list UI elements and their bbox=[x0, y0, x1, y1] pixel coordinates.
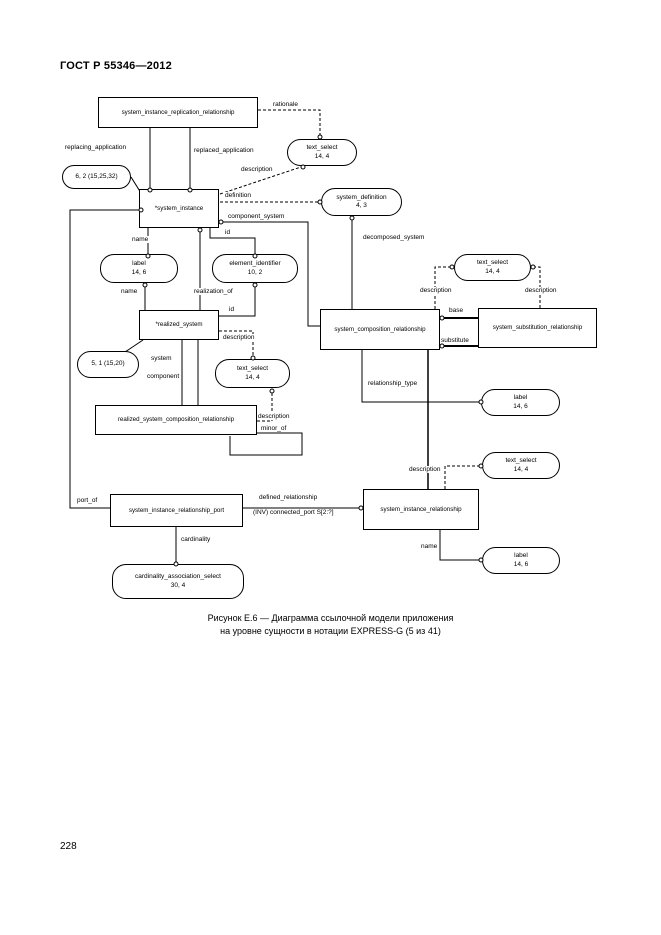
type-name: system_definition bbox=[336, 193, 387, 201]
type-name: text_select bbox=[306, 144, 338, 152]
entity-label: *realized_system bbox=[155, 321, 203, 329]
page-number: 228 bbox=[60, 841, 77, 852]
type-ref: 4, 3 bbox=[356, 202, 367, 209]
edge-label-substitute: substitute bbox=[440, 337, 470, 344]
edge-label-defined-relationship: defined_relationship bbox=[258, 494, 319, 501]
entity-label: system_composition_relationship bbox=[334, 325, 426, 333]
type-text-select-right-top: text_select 14, 4 bbox=[454, 254, 531, 281]
type-ref: 14, 4 bbox=[485, 267, 500, 275]
edge-label-description-1: description bbox=[240, 166, 274, 173]
edge-label-id-1: id bbox=[224, 229, 232, 236]
edge-label-name-1: name bbox=[131, 236, 150, 243]
type-ref: 14, 6 bbox=[513, 402, 528, 410]
entity-label: system_instance_replication_relationship bbox=[121, 108, 235, 116]
entity-system-instance-replication-relationship: system_instance_replication_relationship bbox=[98, 97, 258, 128]
edge-label-id-2: id bbox=[228, 306, 236, 313]
edge-label-cardinality: cardinality bbox=[180, 536, 212, 543]
edge-label-name-2: name bbox=[120, 288, 139, 295]
type-text-select-right-bottom: text_select 14, 4 bbox=[482, 452, 560, 479]
edge-label-description-4: description bbox=[222, 334, 256, 341]
edge-label-relationship-type: relationship_type bbox=[367, 380, 419, 387]
type-name: 5, 1 (15,20) bbox=[91, 360, 125, 368]
type-element-identifier: element_identifier 10, 2 bbox=[212, 254, 298, 283]
edge-label-definition: definition bbox=[224, 192, 253, 199]
edge-label-system: system bbox=[150, 355, 173, 362]
type-name: element_identifier bbox=[229, 260, 281, 268]
edge-label-replaced-application: replaced_application bbox=[193, 147, 255, 154]
page-ref-5-1: 5, 1 (15,20) bbox=[77, 351, 139, 378]
type-name: text_select bbox=[476, 259, 509, 267]
edge-label-description-3: description bbox=[524, 287, 558, 294]
entity-system-instance-relationship-port: system_instance_relationship_port bbox=[110, 494, 243, 527]
type-label-right-bottom: label 14, 6 bbox=[482, 547, 560, 574]
edge-label-description-2: description bbox=[419, 287, 453, 294]
edge-label-component-system: component_system bbox=[227, 213, 286, 220]
type-name: label bbox=[514, 552, 528, 560]
entity-label: realized_system_composition_relationship bbox=[117, 416, 235, 424]
type-text-select-top: text_select 14, 4 bbox=[287, 139, 357, 166]
entity-realized-system: *realized_system bbox=[139, 310, 219, 340]
edge-label-base: base bbox=[448, 307, 465, 314]
edge-label-description-6: description bbox=[408, 466, 442, 473]
edge-label-decomposed-system: decomposed_system bbox=[362, 234, 426, 241]
type-label-right-mid: label 14, 6 bbox=[481, 389, 560, 416]
type-name: text_select bbox=[505, 457, 537, 465]
edge-label-description-5: description bbox=[257, 413, 291, 420]
entity-label: system_instance_relationship bbox=[380, 505, 462, 513]
figure-caption: Рисунок Е.6 — Диаграмма ссылочной модели… bbox=[0, 612, 661, 638]
type-system-definition: system_definition 4, 3 bbox=[321, 188, 402, 216]
type-ref: 10, 2 bbox=[247, 268, 263, 276]
entity-system-composition-relationship: system_composition_relationship bbox=[320, 309, 440, 350]
type-name: 6, 2 (15,25,32) bbox=[75, 172, 118, 180]
type-name: label bbox=[132, 260, 146, 268]
type-ref: 14, 6 bbox=[513, 560, 529, 568]
type-ref: 14, 4 bbox=[245, 373, 260, 381]
entity-realized-system-composition-relationship: realized_system_composition_relationship bbox=[95, 405, 257, 435]
figure-caption-line1: Рисунок Е.6 — Диаграмма ссылочной модели… bbox=[207, 613, 454, 623]
entity-system-substitution-relationship: system_substitution_relationship bbox=[478, 308, 597, 348]
entity-label: system_substitution_relationship bbox=[492, 324, 583, 332]
figure-caption-line2: на уровне сущности в нотации EXPRESS-G (… bbox=[220, 626, 441, 637]
type-label-left: label 14, 6 bbox=[100, 254, 178, 283]
edge-label-name-3: name bbox=[420, 543, 439, 550]
entity-label: system_instance_relationship_port bbox=[128, 506, 225, 514]
type-ref: 30, 4 bbox=[170, 581, 186, 589]
edge-label-component: component bbox=[146, 373, 181, 380]
edge-label-replacing-application: replacing_application bbox=[64, 144, 128, 151]
type-ref: 14, 6 bbox=[131, 268, 147, 276]
type-ref: 14, 4 bbox=[314, 152, 330, 160]
entity-label: *system_instance bbox=[154, 204, 204, 212]
type-ref: 14, 4 bbox=[513, 465, 529, 473]
entity-system-instance: *system_instance bbox=[139, 189, 219, 228]
type-name: text_select bbox=[236, 365, 269, 373]
page-ref-6-2: 6, 2 (15,25,32) bbox=[62, 165, 131, 189]
type-text-select-mid: text_select 14, 4 bbox=[215, 359, 290, 388]
edge-label-port-of: port_of bbox=[76, 497, 99, 504]
edge-label-minor-of: minor_of bbox=[260, 425, 288, 432]
entity-system-instance-relationship: system_instance_relationship bbox=[363, 489, 479, 530]
edge-label-rationale: rationale bbox=[272, 101, 299, 108]
edge-label-inv-connected-port: (INV) connected_port S[2:?] bbox=[252, 509, 335, 516]
page-header: ГОСТ Р 55346—2012 bbox=[60, 60, 172, 72]
type-name: cardinality_association_select bbox=[135, 573, 221, 581]
type-cardinality-association-select: cardinality_association_select 30, 4 bbox=[112, 564, 244, 599]
edge-label-realization-of: realization_of bbox=[193, 288, 234, 295]
type-name: label bbox=[513, 394, 528, 402]
